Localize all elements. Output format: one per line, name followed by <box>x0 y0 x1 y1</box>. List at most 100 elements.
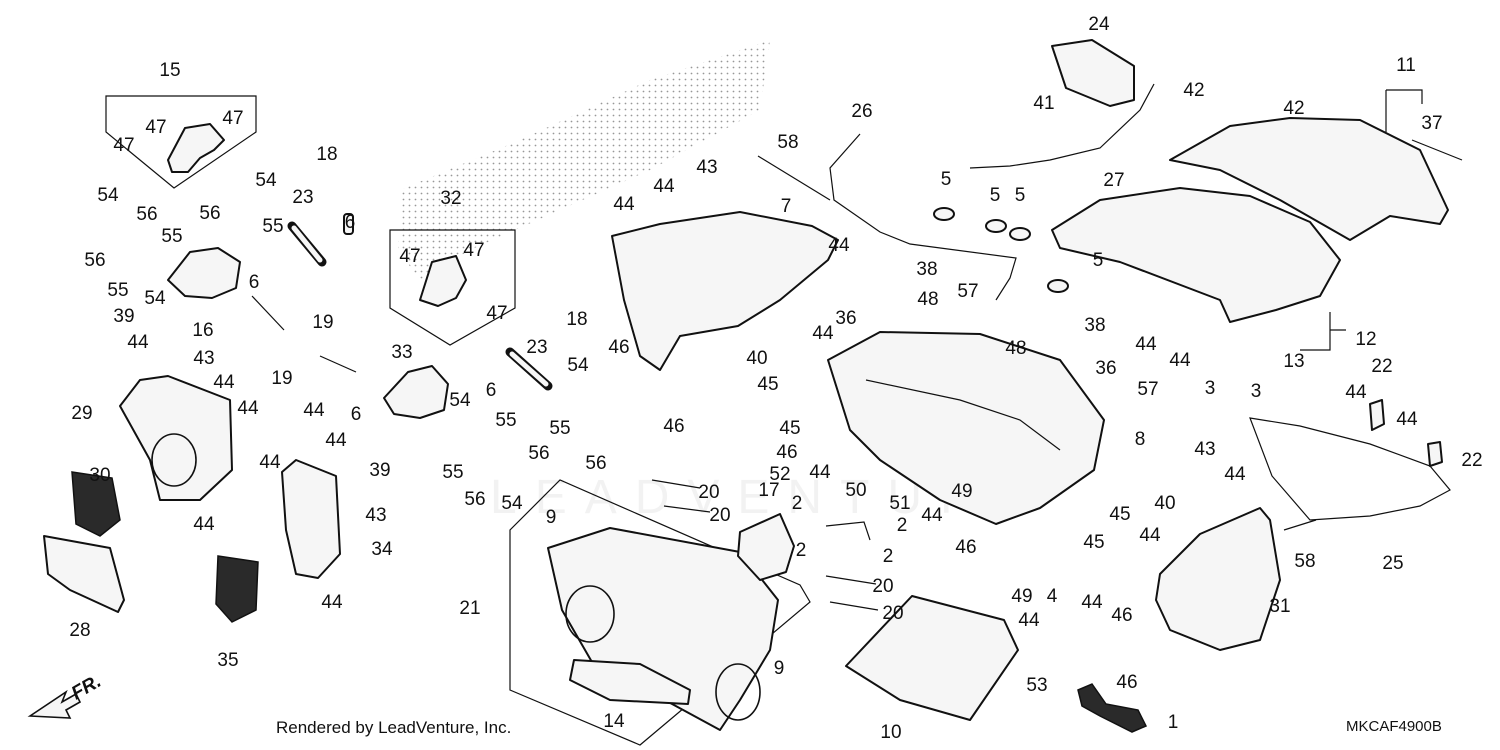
part-14-mat <box>569 659 691 705</box>
callout-label-c22a: 22 <box>1371 356 1392 377</box>
callout-label-c19b: 19 <box>271 368 292 389</box>
callout-label-c23b: 23 <box>526 337 547 358</box>
callout-label-c44g: 44 <box>259 452 281 473</box>
callout-label-c37: 37 <box>1421 113 1442 134</box>
callout-label-c44k: 44 <box>828 235 850 256</box>
part-15-mount-plate <box>167 123 225 173</box>
callout-label-c55c: 55 <box>262 216 283 237</box>
callout-label-c1: 1 <box>1168 712 1179 733</box>
part-5-grommet-a <box>933 207 955 221</box>
callout-label-c5d: 5 <box>1093 250 1104 271</box>
callout-label-c2b: 2 <box>897 515 908 536</box>
callout-label-c54e: 54 <box>449 390 471 411</box>
part-19-bolt-right <box>319 355 357 373</box>
callout-label-c20c: 20 <box>872 576 893 597</box>
callout-label-c55e: 55 <box>549 418 570 439</box>
callout-label-c55d: 55 <box>495 410 516 431</box>
callout-label-c39a: 39 <box>113 306 134 327</box>
part-5-grommet-d <box>1047 279 1069 293</box>
diagram-code: MKCAF4900B <box>1346 718 1442 735</box>
callout-label-c48a: 48 <box>917 289 938 310</box>
callout-label-c32: 32 <box>440 188 461 209</box>
part-29-speaker-opening <box>151 433 197 487</box>
callout-label-c44d: 44 <box>193 514 215 535</box>
callout-label-c58b: 58 <box>1294 551 1315 572</box>
callout-label-c25: 25 <box>1382 553 1403 574</box>
callout-label-c48b: 48 <box>1005 338 1026 359</box>
callout-label-c44b: 44 <box>213 372 235 393</box>
callout-label-c52: 52 <box>769 464 790 485</box>
part-19-bolt-left <box>251 295 285 331</box>
callout-label-c8: 8 <box>1135 429 1146 450</box>
callout-label-c46b: 46 <box>663 416 684 437</box>
part-27-cable <box>969 83 1155 169</box>
part-11-outer-lid <box>1169 117 1449 241</box>
group-11-brace <box>1385 89 1423 132</box>
callout-label-c44r: 44 <box>1396 409 1418 430</box>
part-29-lower-trim <box>119 375 233 501</box>
part-35-speaker-grille <box>215 555 259 623</box>
callout-label-c5a: 5 <box>941 169 952 190</box>
callout-label-c57a: 57 <box>957 281 978 302</box>
callout-label-c49b: 49 <box>1011 586 1032 607</box>
callout-label-c55a: 55 <box>161 226 182 247</box>
part-23-gas-strut-left <box>287 221 327 267</box>
callout-label-c54a: 54 <box>97 185 119 206</box>
callout-label-c33: 33 <box>391 342 412 363</box>
callout-label-c34: 34 <box>371 539 393 560</box>
callout-label-c45a: 45 <box>757 374 778 395</box>
callout-label-c56e: 56 <box>585 453 606 474</box>
part-16-bracket <box>167 247 241 299</box>
callout-label-c44c: 44 <box>237 398 259 419</box>
callout-label-c27: 27 <box>1103 170 1124 191</box>
callout-label-c54d: 54 <box>567 355 589 376</box>
callout-label-c9b: 9 <box>774 658 785 679</box>
callout-label-c44o: 44 <box>1135 334 1157 355</box>
callout-label-c47a: 47 <box>145 117 166 138</box>
callout-label-c44s: 44 <box>1224 464 1246 485</box>
callout-label-c56c: 56 <box>199 203 220 224</box>
group-21-bracket <box>509 479 811 746</box>
callout-label-c46c: 46 <box>776 442 797 463</box>
callout-label-c20d: 20 <box>882 603 903 624</box>
callout-label-c47c: 47 <box>222 108 243 129</box>
group-12-brace <box>1300 312 1346 351</box>
callout-label-c44v: 44 <box>1018 610 1040 631</box>
part-21-speaker-opening-left <box>565 585 615 643</box>
part-31-side-panel <box>1155 507 1281 651</box>
callout-label-c44p: 44 <box>1169 350 1191 371</box>
callout-label-c44j: 44 <box>613 194 635 215</box>
callout-label-c31: 31 <box>1269 596 1290 617</box>
part-28-panel <box>43 535 125 613</box>
callout-label-c54f: 54 <box>501 493 523 514</box>
callout-label-c56d: 56 <box>528 443 549 464</box>
callout-label-c20b: 20 <box>709 505 730 526</box>
part-20-rod-b <box>663 505 711 513</box>
callout-label-c44f: 44 <box>325 430 347 451</box>
callout-label-c6d: 6 <box>486 380 497 401</box>
callout-label-c43d: 43 <box>1194 439 1215 460</box>
callout-label-c51: 51 <box>889 493 910 514</box>
callout-label-c44t: 44 <box>1139 525 1161 546</box>
dotted-shadow-region <box>398 40 770 280</box>
group-32-bracket <box>389 229 516 346</box>
callout-label-c10: 10 <box>880 722 901 743</box>
callout-label-c47e: 47 <box>399 246 420 267</box>
callout-label-c42b: 42 <box>1283 98 1304 119</box>
part-12-inner-lid <box>1051 187 1341 323</box>
callout-label-c46d: 46 <box>955 537 976 558</box>
part-32-mount-plate <box>419 255 467 307</box>
callout-label-c46e: 46 <box>1111 605 1132 626</box>
callout-label-c23a: 23 <box>292 187 313 208</box>
callout-label-c36a: 36 <box>835 308 856 329</box>
part-37-trim-strip <box>1411 139 1463 161</box>
part-7-inner-lid-panel <box>611 211 839 371</box>
callout-label-c19a: 19 <box>312 312 333 333</box>
callout-label-c2a: 2 <box>792 493 803 514</box>
callout-label-c9a: 9 <box>546 507 557 528</box>
part-22-clip-b <box>1427 441 1443 467</box>
callout-label-c16: 16 <box>192 320 213 341</box>
callout-label-c44i: 44 <box>653 176 675 197</box>
